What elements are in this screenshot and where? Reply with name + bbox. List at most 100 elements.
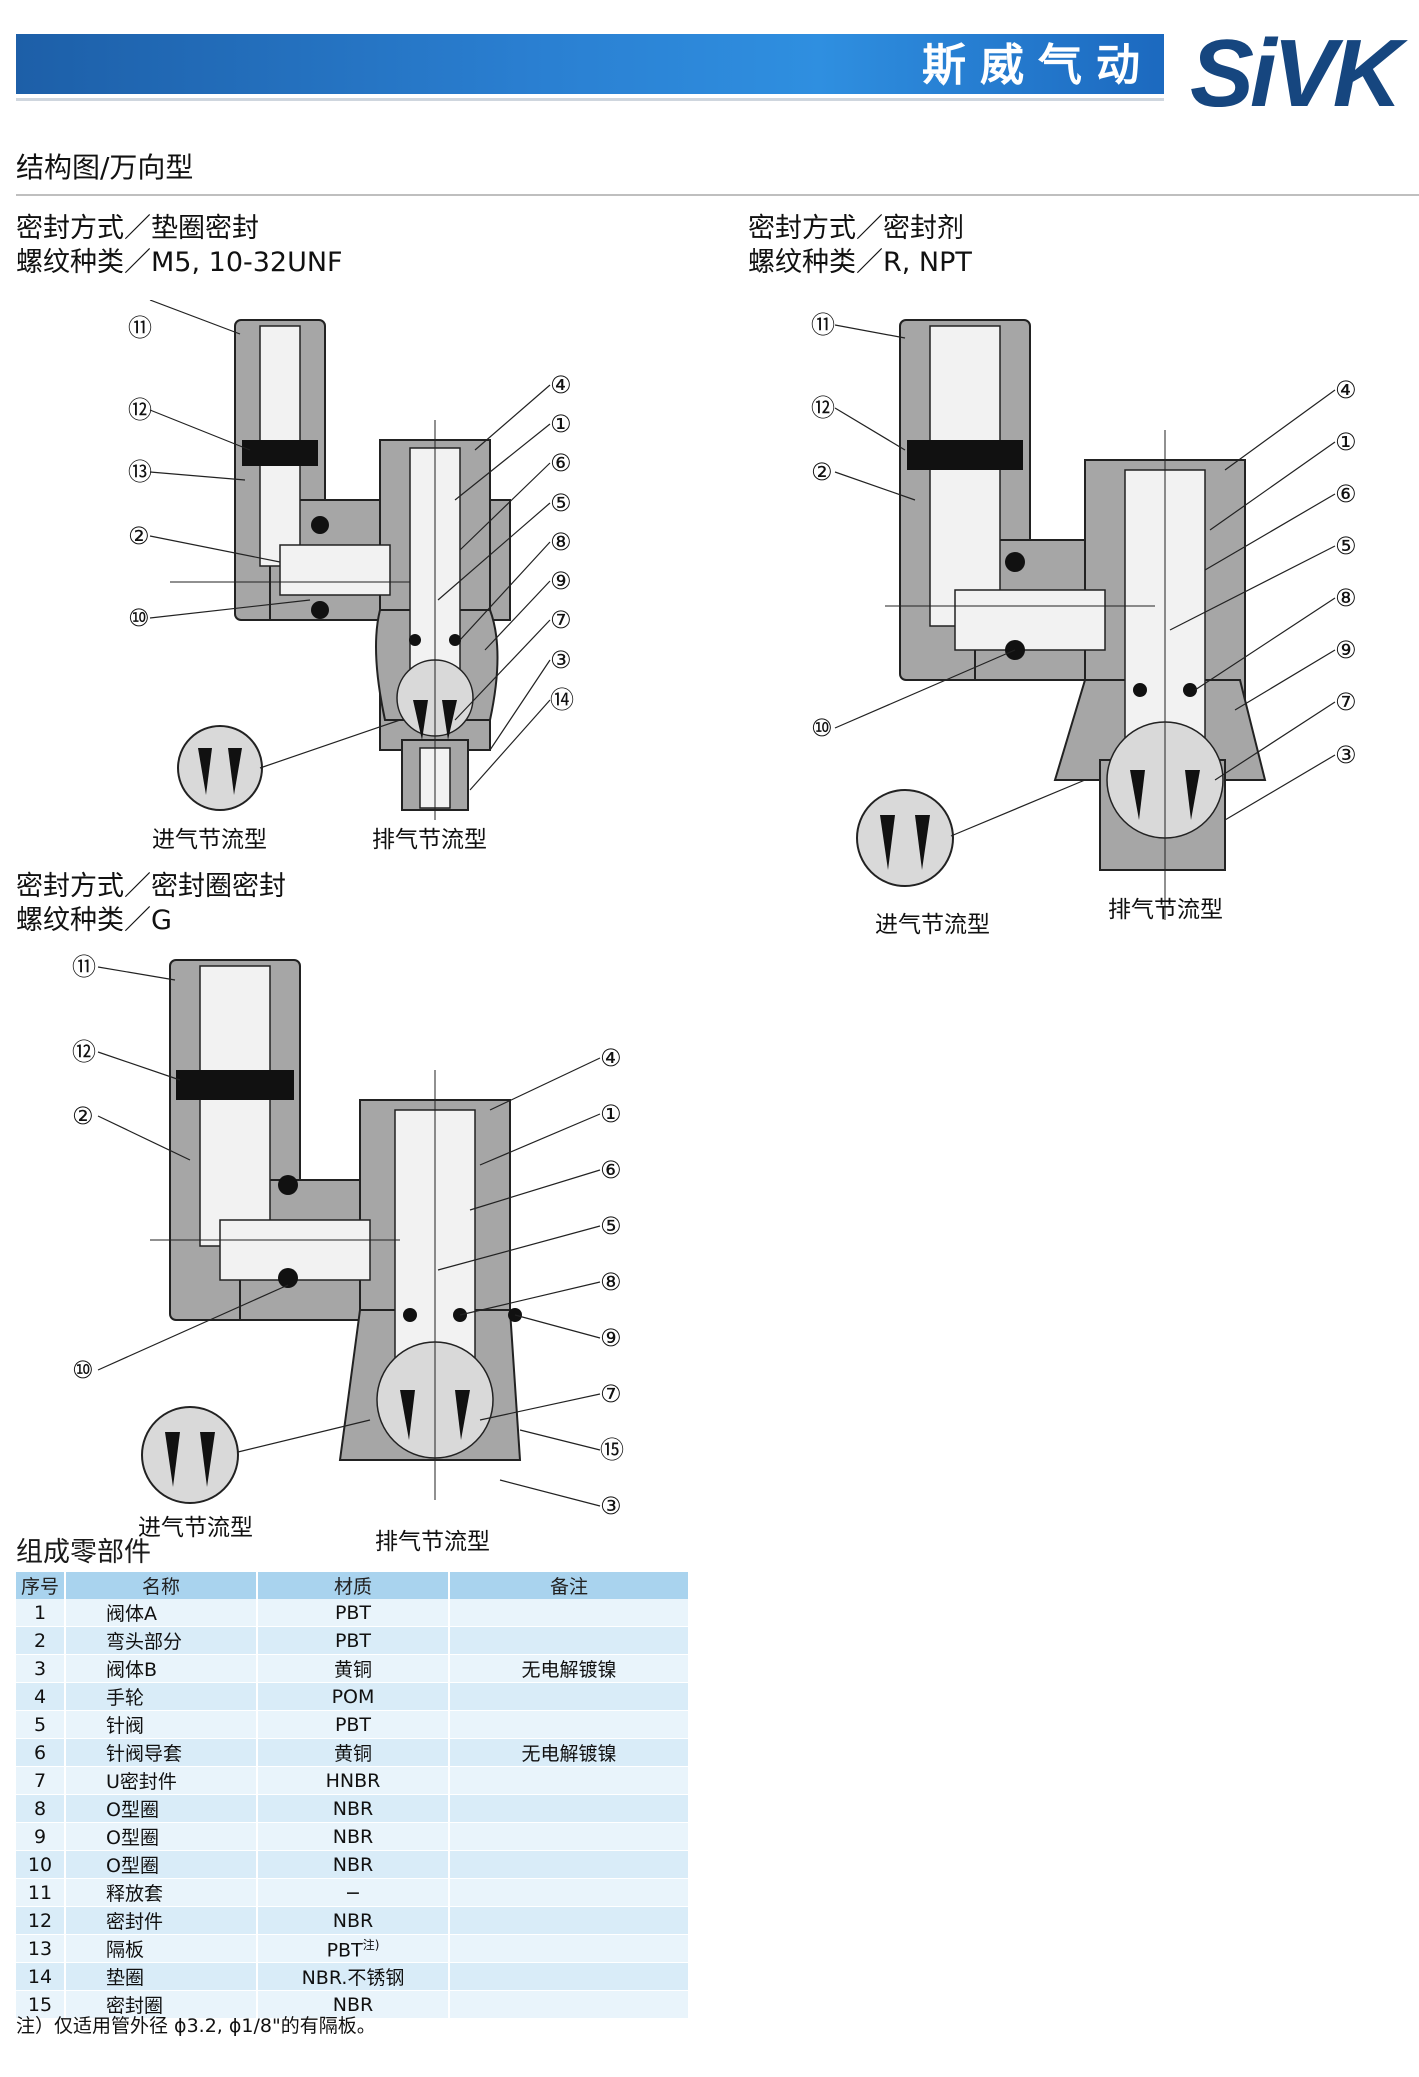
callout: ⑪ xyxy=(72,953,96,981)
cell-remark: 无电解镀镍 xyxy=(449,1654,690,1683)
callout: ⑤ xyxy=(550,489,572,517)
cell-remark xyxy=(449,1850,690,1879)
diagram1-seal-spec: 密封方式／垫圈密封 xyxy=(16,213,259,244)
cell-name: 释放套 xyxy=(65,1878,258,1907)
cell-no: 2 xyxy=(16,1626,66,1655)
column-header: 材质 xyxy=(257,1572,450,1599)
cell-no: 7 xyxy=(16,1766,66,1795)
callout: ① xyxy=(600,1100,622,1128)
cell-remark xyxy=(449,1878,690,1907)
cell-material: HNBR xyxy=(257,1766,450,1795)
cell-remark xyxy=(449,1962,690,1991)
diagram1-caption-out: 排气节流型 xyxy=(372,827,487,853)
cell-name: 密封件 xyxy=(65,1906,258,1935)
parts-title: 组成零部件 xyxy=(16,1537,151,1568)
callout: ① xyxy=(1335,428,1357,456)
callout: ④ xyxy=(600,1044,622,1072)
diagram3-thread-spec: 螺纹种类／G xyxy=(16,905,172,936)
cell-no: 6 xyxy=(16,1738,66,1767)
cell-material: NBR.不锈钢 xyxy=(257,1962,450,1991)
cell-material: PBT注) xyxy=(257,1934,450,1963)
callout: ⑦ xyxy=(1335,688,1357,716)
cell-name: 垫圈 xyxy=(65,1962,258,1991)
cell-material: NBR xyxy=(257,1906,450,1935)
diagram2-caption-out: 排气节流型 xyxy=(1108,897,1223,923)
diagram1-thread-spec: 螺纹种类／M5, 10-32UNF xyxy=(16,247,343,278)
cell-material: NBR xyxy=(257,1794,450,1823)
cell-no: 1 xyxy=(16,1599,66,1627)
callout: ⑥ xyxy=(550,449,572,477)
cell-name: O型圈 xyxy=(65,1850,258,1879)
column-header: 序号 xyxy=(16,1572,66,1599)
cell-remark xyxy=(449,1990,690,2019)
cell-no: 3 xyxy=(16,1654,66,1683)
cell-remark xyxy=(449,1794,690,1823)
diagram1-caption-in: 进气节流型 xyxy=(152,827,267,853)
cell-name: 手轮 xyxy=(65,1682,258,1711)
callout: ⑫ xyxy=(72,1038,96,1066)
diagram3-caption-in: 进气节流型 xyxy=(138,1515,253,1541)
cell-name: 针阀导套 xyxy=(65,1738,258,1767)
cell-no: 9 xyxy=(16,1822,66,1851)
cell-remark xyxy=(449,1934,690,1963)
callout: ⑫ xyxy=(811,394,835,422)
footnote: 注）仅适用管外径 ϕ3.2, ϕ1/8"的有隔板。 xyxy=(16,2015,376,2037)
cell-material: PBT xyxy=(257,1599,450,1627)
cell-remark: 无电解镀镍 xyxy=(449,1738,690,1767)
cell-remark xyxy=(449,1682,690,1711)
callout: ⑨ xyxy=(550,567,572,595)
cell-no: 11 xyxy=(16,1878,66,1907)
cell-no: 10 xyxy=(16,1850,66,1879)
cell-remark xyxy=(449,1710,690,1739)
diagram1-cross-section: ⑪ ⑫ ⑬ ② ⑩ ④ ① ⑥ ⑤ ⑧ ⑨ ⑦ ③ ⑭ xyxy=(128,300,574,820)
cell-material: PBT xyxy=(257,1626,450,1655)
callout: ⑧ xyxy=(550,528,572,556)
cell-no: 5 xyxy=(16,1710,66,1739)
cell-name: U密封件 xyxy=(65,1766,258,1795)
cell-remark xyxy=(449,1766,690,1795)
callout: ⑤ xyxy=(600,1212,622,1240)
callout: ③ xyxy=(600,1492,622,1520)
cell-name: 阀体B xyxy=(65,1654,258,1683)
callout: ③ xyxy=(550,646,572,674)
diagram2-caption-in: 进气节流型 xyxy=(875,912,990,938)
cell-no: 8 xyxy=(16,1794,66,1823)
callout: ⑬ xyxy=(128,458,152,486)
callout: ⑨ xyxy=(600,1324,622,1352)
cell-material: NBR xyxy=(257,1822,450,1851)
diagram2-thread-spec: 螺纹种类／R, NPT xyxy=(748,247,972,278)
callout: ⑫ xyxy=(128,396,152,424)
cell-material: PBT xyxy=(257,1710,450,1739)
callout: ⑪ xyxy=(128,314,152,342)
cell-name: 隔板 xyxy=(65,1934,258,1963)
cell-name: 针阀 xyxy=(65,1710,258,1739)
callout: ⑩ xyxy=(128,604,150,632)
callout: ⑥ xyxy=(1335,480,1357,508)
callout: ⑩ xyxy=(72,1356,94,1384)
cell-remark xyxy=(449,1822,690,1851)
column-header: 备注 xyxy=(449,1572,690,1599)
cell-material: NBR xyxy=(257,1990,450,2019)
cell-no: 12 xyxy=(16,1906,66,1935)
cell-no: 15 xyxy=(16,1990,66,2019)
table-header-row: 序号 名称 材质 备注 xyxy=(16,1572,690,1599)
cell-material: POM xyxy=(257,1682,450,1711)
header-bar xyxy=(16,34,1164,94)
diagram2-cross-section: ⑪ ⑫ ② ⑩ ④ ① ⑥ ⑤ ⑧ ⑨ ⑦ ③ xyxy=(811,311,1357,920)
callout: ① xyxy=(550,410,572,438)
cell-no: 13 xyxy=(16,1934,66,1963)
callout: ⑩ xyxy=(811,714,833,742)
cell-name: O型圈 xyxy=(65,1822,258,1851)
column-header: 名称 xyxy=(65,1572,258,1599)
